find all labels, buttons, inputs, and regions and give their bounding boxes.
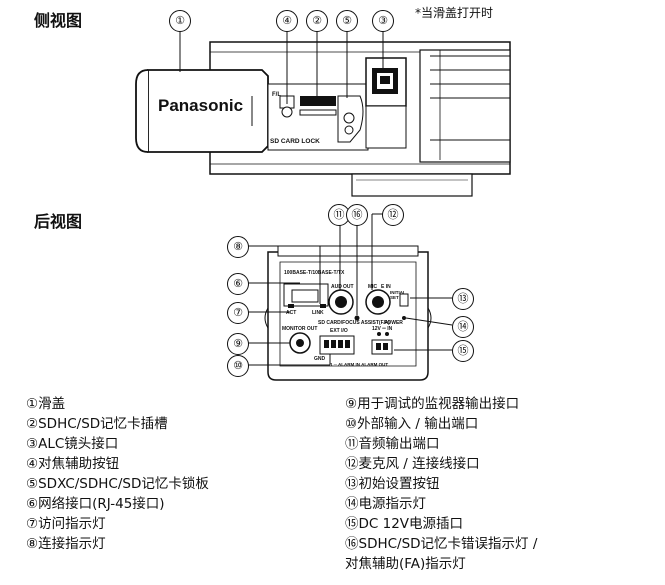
out-label: OUT xyxy=(343,284,354,290)
callout-5: ⑤ xyxy=(336,10,358,32)
ext-io-label: EXT I/O xyxy=(330,328,348,334)
callout-1: ① xyxy=(169,10,191,32)
callout-6: ⑥ xyxy=(227,273,249,295)
legend-item: ⑬初始设置按钮 xyxy=(345,476,440,492)
callout-4: ④ xyxy=(276,10,298,32)
legend-item: ⑥网络接口(RJ-45接口) xyxy=(26,496,165,512)
legend-item: ⑫麦克风 / 连接线接口 xyxy=(345,456,480,472)
legend-item: ⑧连接指示灯 xyxy=(26,536,106,552)
legend-item: ⑪音频输出端口 xyxy=(345,436,440,452)
open-cover-note: *当滑盖打开时 xyxy=(415,6,494,20)
callout-3: ③ xyxy=(372,10,394,32)
act-label: ACT xyxy=(286,310,297,316)
legend-item: ⑩外部输入 / 输出端口 xyxy=(345,416,479,432)
legend-item: ④对焦辅助按钮 xyxy=(26,456,120,472)
link-label: LINK xyxy=(312,310,324,316)
initial-set-label: INITIAL SET xyxy=(390,290,406,300)
mic-label: MIC xyxy=(368,284,378,290)
legend-item: ①滑盖 xyxy=(26,396,66,412)
fl-label: F/L xyxy=(272,92,281,98)
callout-9: ⑨ xyxy=(227,333,249,355)
legend-item: 对焦辅助(FA)指示灯 xyxy=(345,556,466,572)
callout-12: ⑫ xyxy=(382,204,404,226)
rear-view-title: 后视图 xyxy=(34,212,83,231)
side-view-title: 侧视图 xyxy=(34,11,83,30)
ein-label: E IN xyxy=(381,284,391,290)
legend-left: ①滑盖 ②SDHC/SD记忆卡插槽 ③ALC镜头接口 ④对焦辅助按钮 ⑤SDXC… xyxy=(26,394,209,554)
legend-item: ②SDHC/SD记忆卡插槽 xyxy=(26,416,168,432)
callout-7: ⑦ xyxy=(227,302,249,324)
callout-8: ⑧ xyxy=(227,236,249,258)
callout-2: ② xyxy=(306,10,328,32)
monitor-out-label: MONITOR OUT xyxy=(282,326,318,332)
legend-item: ⑯SDHC/SD记忆卡错误指示灯 / xyxy=(345,536,538,552)
legend-right: ⑨用于调试的监视器输出接口 ⑩外部输入 / 输出端口 ⑪音频输出端口 ⑫麦克风 … xyxy=(345,394,537,574)
legend-item: ③ALC镜头接口 xyxy=(26,436,119,452)
sdcard-focus-label: SD CARD/FOCUS ASSIST(F.A) xyxy=(318,320,390,326)
callout-14: ⑭ xyxy=(452,316,474,338)
legend-item: ⑦访问指示灯 xyxy=(26,516,106,532)
legend-item: ⑤SDXC/SDHC/SD记忆卡锁板 xyxy=(26,476,209,492)
alarm-label: 1 ─ ALARM IN ALARM OUT xyxy=(330,362,389,367)
power-label: POWER xyxy=(384,320,403,326)
brand-logo-text: Panasonic xyxy=(158,96,244,115)
ethernet-label: 100BASE-T/10BASE-T/TX xyxy=(284,270,345,276)
callout-15: ⑮ xyxy=(452,340,474,362)
legend-item: ⑭电源指示灯 xyxy=(345,496,426,512)
legend-item: ⑮DC 12V电源插口 xyxy=(345,516,464,532)
callout-10: ⑩ xyxy=(227,355,249,377)
12v-label: 12V ═ IN xyxy=(372,326,393,332)
callout-11: ⑪ xyxy=(328,204,350,226)
sd-card-lock-label: SD CARD LOCK xyxy=(270,138,320,145)
callout-16: ⑯ xyxy=(346,204,368,226)
aud-label: AUD xyxy=(331,284,342,290)
legend-item: ⑨用于调试的监视器输出接口 xyxy=(345,396,520,412)
gnd-label: GND xyxy=(314,356,326,362)
callout-13: ⑬ xyxy=(452,288,474,310)
